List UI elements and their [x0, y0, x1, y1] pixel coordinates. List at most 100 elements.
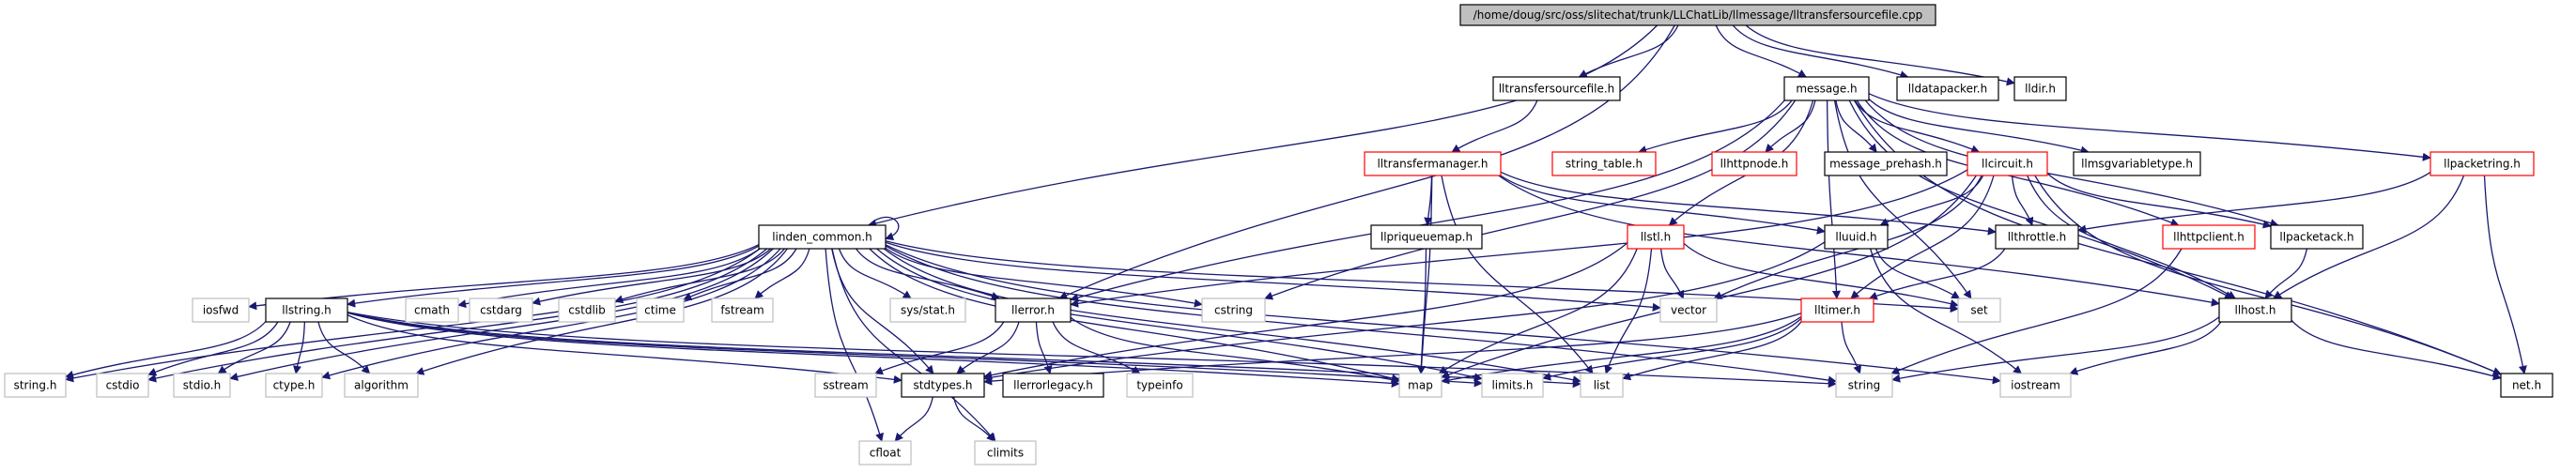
node-box — [2162, 224, 2256, 250]
node-llmsgvariabletype-h[interactable]: llmsgvariabletype.h — [2073, 151, 2201, 176]
edge-llstl-h-to-set — [1683, 242, 1959, 309]
node-llhttpnode-h[interactable]: llhttpnode.h — [1711, 151, 1797, 176]
node-box — [1551, 151, 1657, 176]
edge-root-to-lldatapacker-h — [1732, 24, 1909, 80]
node-label: string.h — [14, 379, 57, 392]
node-sstream: sstream — [814, 373, 877, 398]
node-cstdarg: cstdarg — [469, 298, 533, 323]
edge-linden-common-h-to-limits-h — [876, 248, 1483, 382]
edge-llerror-h-to-sstream — [873, 321, 1005, 375]
edge-llstring-h-to-algorithm — [317, 321, 371, 374]
edge-llhost-h-to-iostream — [2069, 321, 2222, 375]
edge-linden-common-h-to-sys-stat-h — [838, 248, 912, 299]
edge-llpacketring-h-to-net-h — [2483, 175, 2527, 374]
node-box — [469, 298, 533, 323]
node-root[interactable]: /home/doug/src/oss/slitechat/trunk/LLCha… — [1459, 4, 1936, 26]
node-box — [558, 298, 616, 323]
edge-lluuid-h-to-stdtypes-h — [983, 241, 1826, 382]
edge-llstring-h-to-cstdio — [147, 321, 279, 376]
node-lluuid-h[interactable]: lluuid.h — [1824, 224, 1889, 250]
edge-linden-common-h-to-set — [885, 240, 1959, 313]
edge-lltimer-h-to-string — [1841, 321, 1862, 374]
node-limits-h: limits.h — [1481, 373, 1544, 398]
edge-message-h-to-llpacketring-h — [1868, 93, 2431, 161]
edge-linden-common-h-to-cmath — [457, 248, 761, 309]
edge-lltimer-h-to-map — [1441, 315, 1802, 385]
node-label: typeinfo — [1136, 379, 1182, 392]
node-label: stdio.h — [183, 379, 221, 392]
node-box — [2073, 151, 2201, 176]
node-sys-stat-h: sys/stat.h — [889, 298, 966, 323]
node-message-prehash-h[interactable]: message_prehash.h — [1824, 151, 1948, 176]
node-box — [758, 224, 887, 250]
edge-llstring-h-to-string-h — [65, 321, 267, 379]
node-box — [636, 298, 685, 323]
node-iostream: iostream — [1999, 373, 2072, 398]
node-llstl-h[interactable]: llstl.h — [1627, 224, 1685, 250]
node-box — [1370, 224, 1483, 250]
node-box — [2013, 76, 2067, 101]
edge-llhttpclient-h-to-string — [1890, 248, 2183, 374]
edge-llcircuit-h-to-llpacketack-h — [2046, 173, 2272, 229]
node-label: llcircuit.h — [1982, 158, 2033, 171]
edge-root-to-lldir-h — [1745, 24, 2015, 86]
node-box — [1957, 298, 2001, 323]
edge-llpacketring-h-to-llthrottle-h — [2077, 172, 2431, 234]
edge-linden-common-h-to-linden-common-h — [868, 216, 900, 241]
node-label: ctype.h — [273, 379, 316, 392]
edge-message-h-to-lltimer-h — [1826, 99, 1842, 299]
node-label: llerrorlegacy.h — [1013, 379, 1093, 392]
edge-message-h-to-set — [1833, 99, 1972, 299]
node-llpriqueuemap-h[interactable]: llpriqueuemap.h — [1370, 224, 1483, 250]
node-linden-common-h[interactable]: linden_common.h — [758, 224, 887, 250]
node-llthrottle-h[interactable]: llthrottle.h — [1995, 224, 2079, 250]
node-lldatapacker-h[interactable]: lldatapacker.h — [1896, 76, 1999, 101]
node-box — [1824, 224, 1889, 250]
node-message-h[interactable]: message.h — [1783, 76, 1870, 101]
node-lltimer-h[interactable]: lltimer.h — [1800, 298, 1874, 323]
node-lldir-h[interactable]: lldir.h — [2013, 76, 2067, 101]
node-box — [1459, 4, 1936, 26]
node-label: llthrottle.h — [2008, 231, 2067, 244]
node-label: ctime — [644, 304, 676, 317]
edge-llstl-h-to-stdtypes-h — [983, 242, 1628, 380]
node-llpacketack-h[interactable]: llpacketack.h — [2270, 224, 2364, 250]
node-llcircuit-h[interactable]: llcircuit.h — [1967, 151, 2048, 176]
node-cstring: cstring — [1201, 298, 1266, 323]
node-net-h[interactable]: net.h — [2500, 373, 2553, 398]
node-lltransfersourcefile-h[interactable]: lltransfersourcefile.h — [1492, 76, 1621, 101]
node-box — [1201, 298, 1266, 323]
edge-linden-common-h-to-cstdio — [147, 248, 768, 383]
node-stdtypes-h[interactable]: stdtypes.h — [901, 373, 985, 398]
node-box — [2270, 224, 2364, 250]
node-box — [192, 298, 250, 323]
node-llstring-h[interactable]: llstring.h — [265, 298, 348, 323]
node-llerror-h[interactable]: llerror.h — [995, 298, 1072, 323]
node-label: cfloat — [870, 447, 902, 460]
node-label: message_prehash.h — [1829, 158, 1942, 171]
node-label: /home/doug/src/oss/slitechat/trunk/LLCha… — [1473, 8, 1923, 22]
node-label: linden_common.h — [772, 231, 872, 244]
edge-linden-common-h-to-iosfwd — [248, 244, 760, 311]
node-string-table-h[interactable]: string_table.h — [1551, 151, 1657, 176]
node-label: cstdlib — [568, 304, 605, 317]
node-box — [1481, 373, 1544, 398]
node-llhttpclient-h[interactable]: llhttpclient.h — [2162, 224, 2256, 250]
edge-llstring-h-to-ctype-h — [292, 321, 306, 374]
edge-linden-common-h-to-cstring — [885, 247, 1203, 308]
node-llhost-h[interactable]: llhost.h — [2218, 298, 2292, 323]
node-box — [173, 373, 231, 398]
node-llpacketring-h[interactable]: llpacketring.h — [2429, 151, 2535, 176]
edge-linden-common-h-to-climits — [831, 248, 996, 442]
edge-lltransfermanager-h-to-lluuid-h — [1500, 175, 1826, 235]
edge-linden-common-h-to-llstring-h — [347, 245, 760, 308]
edge-llstl-h-to-list — [1604, 248, 1653, 374]
node-box — [1659, 298, 1718, 323]
node-label: vector — [1671, 304, 1706, 317]
node-lltransfermanager-h[interactable]: lltransfermanager.h — [1364, 151, 1502, 176]
edge-message-h-to-string-table-h — [1638, 99, 1793, 154]
edge-llstl-h-to-vector — [1659, 248, 1685, 299]
node-llerrorlegacy-h[interactable]: llerrorlegacy.h — [1002, 373, 1104, 398]
node-label: llhost.h — [2235, 304, 2276, 317]
